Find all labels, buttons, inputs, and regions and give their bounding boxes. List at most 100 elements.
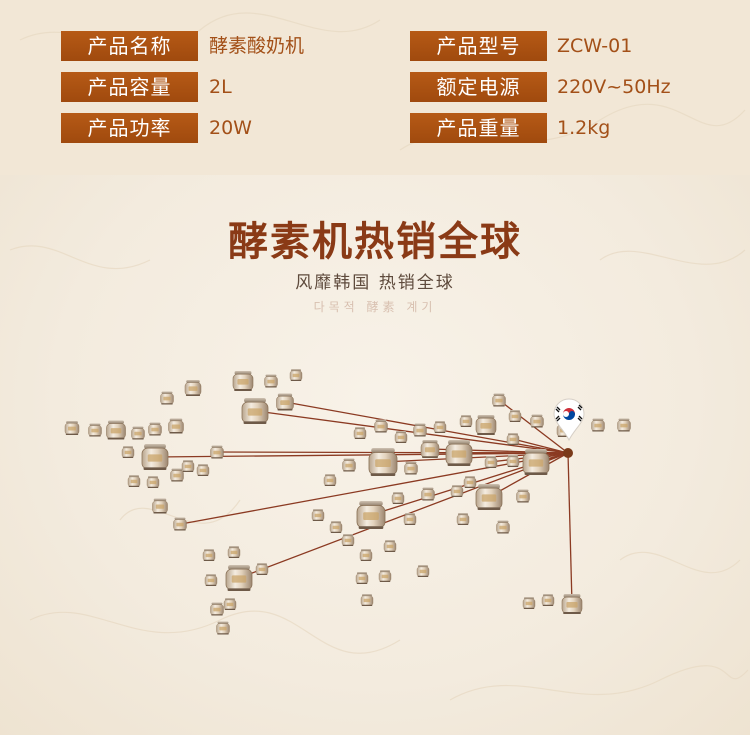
yogurt-machine-icon (290, 369, 302, 381)
yogurt-machine-icon (562, 594, 582, 614)
spec-value-capacity: 2L (209, 76, 232, 98)
headline: 酵素机热销全球 (228, 219, 522, 265)
yogurt-machine-icon (395, 431, 407, 443)
connection-line (238, 452, 569, 579)
south-korea-flag-icon (553, 398, 585, 442)
yogurt-machine-icon (174, 518, 187, 531)
yogurt-machine-icon (324, 474, 336, 486)
yogurt-machine-icon (414, 424, 427, 437)
spec-label-supply: 额定电源 (410, 72, 547, 102)
yogurt-machine-icon (531, 415, 544, 428)
yogurt-machine-icon (211, 603, 224, 616)
product-markers (65, 369, 631, 635)
yogurt-machine-icon (497, 521, 510, 534)
yogurt-machine-icon (375, 420, 388, 433)
spec-label-capacity: 产品容量 (61, 72, 198, 102)
yogurt-machine-icon (149, 423, 162, 436)
connection-line (180, 452, 569, 525)
connection-line (154, 452, 569, 458)
yogurt-machine-icon (485, 456, 497, 468)
yogurt-machine-icon (476, 415, 496, 435)
yogurt-machine-icon (360, 549, 372, 561)
yogurt-machine-icon (392, 492, 404, 504)
yogurt-machine-icon (507, 455, 519, 467)
yogurt-machine-icon (404, 513, 416, 525)
connection-line (255, 410, 569, 454)
yogurt-machine-icon (233, 371, 253, 391)
yogurt-machine-icon (618, 419, 631, 432)
yogurt-machine-icon (507, 433, 519, 445)
spec-label-model: 产品型号 (410, 31, 547, 61)
yogurt-machine-icon (107, 421, 126, 440)
yogurt-machine-icon (132, 427, 145, 440)
yogurt-machine-icon (509, 410, 521, 422)
yogurt-machine-icon (446, 440, 472, 466)
yogurt-machine-icon (205, 574, 217, 586)
yogurt-machine-icon (153, 499, 168, 514)
spec-label-power: 产品功率 (61, 113, 198, 143)
yogurt-machine-icon (451, 485, 463, 497)
yogurt-machine-icon (517, 490, 530, 503)
yogurt-machine-icon (312, 509, 324, 521)
yogurt-machine-icon (422, 488, 435, 501)
yogurt-machine-icon (457, 513, 469, 525)
yogurt-machine-icon (523, 449, 549, 475)
yogurt-machine-icon (89, 424, 102, 437)
yogurt-machine-icon (356, 572, 368, 584)
yogurt-machine-icon (142, 444, 168, 470)
yogurt-machine-icon (217, 622, 230, 635)
spec-label-name: 产品名称 (61, 31, 198, 61)
yogurt-machine-icon (523, 597, 535, 609)
hub-marker (563, 448, 573, 458)
yogurt-machine-icon (169, 419, 184, 434)
yogurt-machine-icon (343, 459, 356, 472)
yogurt-machine-icon (542, 594, 554, 606)
yogurt-machine-icon (330, 521, 342, 533)
yogurt-machine-icon (203, 549, 215, 561)
yogurt-machine-icon (242, 398, 268, 424)
yogurt-machine-icon (226, 565, 252, 591)
yogurt-machine-icon (211, 446, 224, 459)
spec-value-supply: 220V~50Hz (557, 76, 671, 98)
yogurt-machine-icon (384, 540, 396, 552)
yogurt-machine-icon (476, 484, 502, 510)
yogurt-machine-icon (421, 440, 439, 458)
spec-value-name: 酵素酸奶机 (209, 35, 305, 57)
yogurt-machine-icon (354, 427, 366, 439)
yogurt-machine-icon (265, 375, 278, 388)
yogurt-machine-icon (256, 563, 268, 575)
spec-value-model: ZCW-01 (557, 35, 633, 57)
yogurt-machine-icon (147, 476, 159, 488)
yogurt-machine-icon (224, 598, 236, 610)
yogurt-machine-icon (592, 419, 605, 432)
yogurt-machine-icon (405, 462, 418, 475)
yogurt-machine-icon (417, 565, 429, 577)
yogurt-machine-icon (379, 570, 391, 582)
yogurt-machine-icon (342, 534, 354, 546)
yogurt-machine-icon (228, 546, 240, 558)
yogurt-machine-icon (161, 392, 174, 405)
yogurt-machine-icon (464, 476, 476, 488)
connection-line (512, 438, 569, 454)
yogurt-machine-icon (185, 380, 201, 396)
yogurt-machine-icon (128, 475, 140, 487)
yogurt-machine-icon (197, 464, 209, 476)
spec-value-power: 20W (209, 117, 252, 139)
distribution-map (0, 340, 750, 660)
subheadline: 风靡韩国 热销全球 (295, 273, 455, 293)
yogurt-machine-icon (65, 421, 79, 435)
spec-value-weight: 1.2kg (557, 117, 611, 139)
yogurt-machine-icon (434, 421, 446, 433)
korean-tagline: 다목적 酵素 계기 (313, 300, 437, 314)
yogurt-machine-icon (277, 394, 294, 411)
yogurt-machine-icon (460, 415, 472, 427)
yogurt-machine-icon (493, 394, 506, 407)
yogurt-machine-icon (171, 469, 184, 482)
yogurt-machine-icon (369, 448, 397, 476)
yogurt-machine-icon (361, 594, 373, 606)
spec-label-weight: 产品重量 (410, 113, 547, 143)
yogurt-machine-icon (357, 501, 385, 529)
yogurt-machine-icon (182, 460, 194, 472)
connection-line (567, 452, 573, 605)
